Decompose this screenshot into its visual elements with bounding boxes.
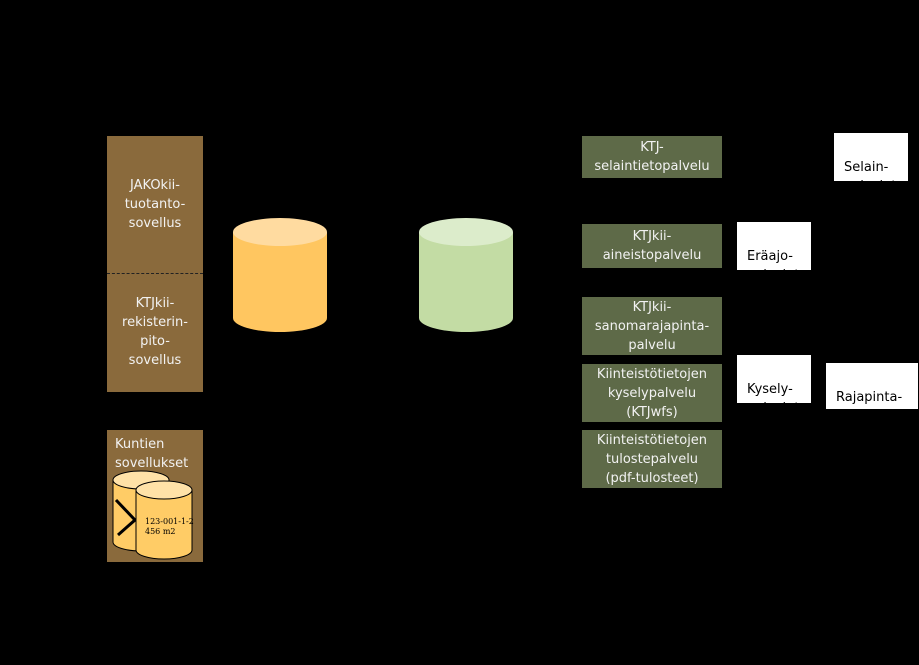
service-label: KTJkii- sanomarajapinta- palvelu [594, 299, 710, 353]
service-label: Kiinteistötietojen tulostepalvelu (pdf-t… [596, 432, 708, 486]
category-kyselypalvelut: Kysely- palvelut [737, 355, 811, 416]
category-label: Rajapinta- palvelut [836, 390, 903, 424]
category-selainpalvelut: Selain- palvelut [834, 133, 908, 194]
category-label: Kysely- palvelut [747, 382, 800, 416]
green-database-icon [419, 218, 513, 332]
dashed-divider [107, 273, 203, 274]
service-tulostepalvelu: Kiinteistötietojen tulostepalvelu (pdf-t… [582, 430, 722, 488]
ktjkii-application-label: KTJkii- rekisterin- pito- sovellus [122, 296, 188, 368]
jako-application-label: JAKOkii- tuotanto- sovellus [124, 178, 186, 231]
municipal-applications-label: Kuntien sovellukset [115, 437, 189, 471]
service-label: KTJ- selaintietopalvelu [594, 140, 710, 174]
parcel-code-text: 123-001-1-2 [145, 517, 194, 526]
parcel-area-text: 456 m2 [145, 527, 176, 536]
category-label: Selain- palvelut [844, 160, 897, 194]
service-kyselypalvelu: Kiinteistötietojen kyselypalvelu (KTJwfs… [582, 364, 722, 422]
category-eraajopalvelut: Eräajo- palvelut [737, 222, 811, 283]
service-ktj-selaintietopalvelu: KTJ- selaintietopalvelu [582, 136, 722, 178]
service-label: KTJkii- aineistopalvelu [602, 229, 702, 263]
production-applications-box: JAKOkii- tuotanto- sovellus KTJkii- reki… [107, 136, 203, 392]
service-label: Kiinteistötietojen kyselypalvelu (KTJwfs… [596, 366, 708, 420]
service-ktjkii-aineistopalvelu: KTJkii- aineistopalvelu [582, 224, 722, 268]
service-ktjkii-sanomarajapintapalvelu: KTJkii- sanomarajapinta- palvelu [582, 297, 722, 355]
category-label: Eräajo- palvelut [747, 249, 800, 283]
category-rajapintapalvelut: Rajapinta- palvelut [826, 363, 918, 424]
orange-database-icon [233, 218, 327, 332]
municipal-database-icon [112, 470, 193, 560]
